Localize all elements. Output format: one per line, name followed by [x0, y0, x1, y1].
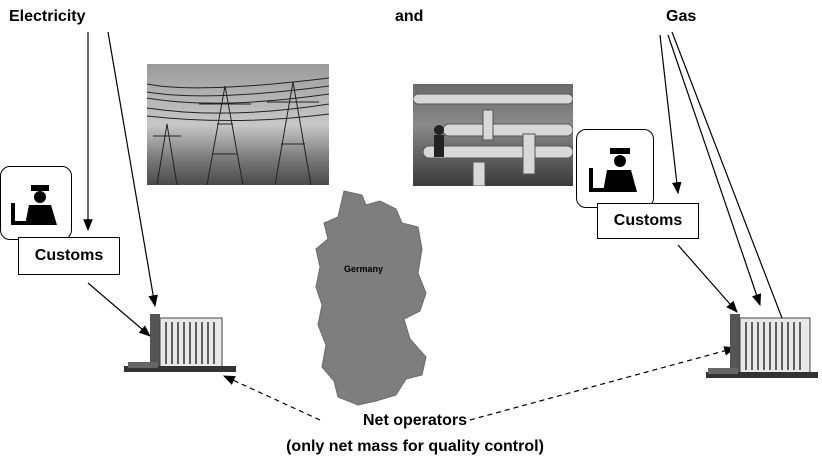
office-building-left	[124, 310, 236, 376]
customs-box-left: Customs	[18, 237, 120, 275]
germany-map: Germany	[314, 189, 428, 407]
arrow-customs-to-left-building	[87, 282, 151, 337]
arrow-electricity-to-left-building	[107, 31, 158, 308]
office-building-icon	[706, 314, 818, 378]
customs-officer-icon	[589, 148, 637, 192]
arrow-gas-to-right-building-b	[671, 31, 803, 372]
office-building-right	[706, 310, 818, 382]
heading-gas: Gas	[666, 8, 697, 25]
germany-label: Germany	[344, 264, 384, 274]
customs-officer-icon	[11, 185, 57, 225]
heading-and: and	[395, 8, 424, 25]
arrow-customs-to-right-building	[677, 244, 738, 313]
customs-officer-card-right	[576, 129, 654, 208]
dashed-arrow-netops-to-right-building	[469, 346, 737, 421]
net-operators-title: Net operators	[362, 412, 468, 429]
arrow-gas-to-right-building-a	[667, 34, 762, 307]
power-lines-photo	[147, 64, 329, 185]
heading-electricity: Electricity	[9, 8, 86, 25]
customs-box-right: Customs	[597, 203, 699, 239]
net-operators-subtitle: (only net mass for quality control)	[286, 438, 544, 455]
customs-officer-card-left	[0, 166, 72, 240]
arrow-gas-to-customs	[659, 34, 682, 195]
gas-pipeline-photo	[413, 84, 573, 186]
office-building-icon	[124, 314, 236, 372]
